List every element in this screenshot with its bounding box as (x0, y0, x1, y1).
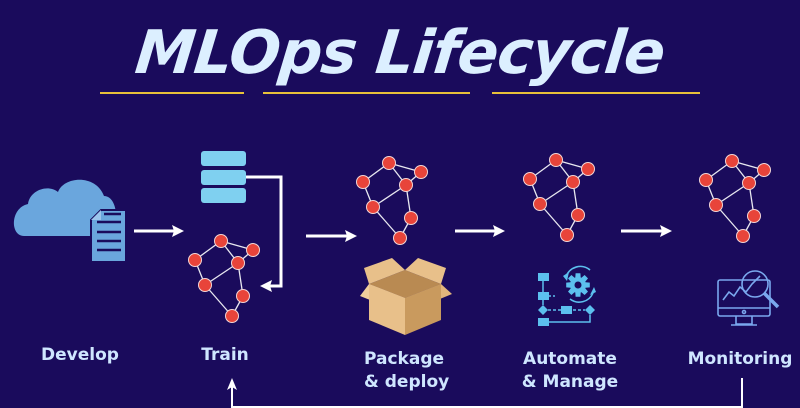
magnifier-handle (762, 291, 780, 309)
flowchart-box (538, 292, 549, 300)
network-node (225, 309, 239, 323)
magnifier-lens (741, 270, 769, 298)
monitor-magnifier-chart-icon (717, 270, 780, 326)
flow-arrow-head (660, 225, 672, 237)
network-node (549, 153, 563, 167)
network-node (736, 229, 750, 243)
cardboard-box-icon (360, 258, 452, 335)
network-node (581, 162, 595, 176)
feedback-loop-line (231, 378, 743, 408)
network-node (356, 175, 370, 189)
label-line: Monitoring (687, 349, 793, 369)
label-line: & Manage (521, 372, 619, 392)
stage-label-develop: Develop (10, 344, 150, 367)
flow-arrow-head (345, 230, 357, 242)
database-icon (201, 151, 246, 203)
network-node (709, 198, 723, 212)
network-node (414, 165, 428, 179)
neural-network-package (356, 156, 428, 245)
gear-hole (574, 281, 582, 289)
flowchart-decision (585, 305, 595, 315)
database-to-network-connector (246, 175, 283, 288)
network-node (399, 178, 413, 192)
database-disk (201, 170, 246, 185)
rotate-arrowhead (590, 287, 596, 295)
network-node (198, 278, 212, 292)
label-line: Train (201, 345, 249, 365)
network-node (246, 243, 260, 257)
network-node (523, 172, 537, 186)
stage-label-monitoring: Monitoring (675, 348, 800, 371)
feedback-loop-arrowhead (227, 378, 237, 390)
label-line: & deploy (364, 372, 450, 392)
flow-arrow-head (172, 225, 184, 237)
flowchart-decision (538, 305, 548, 315)
neural-network-train (188, 234, 260, 323)
flowchart-box (538, 273, 549, 281)
stage-label-package: Package & deploy (340, 348, 470, 394)
network-node (366, 200, 380, 214)
network-node (560, 228, 574, 242)
network-node (382, 156, 396, 170)
network-node (404, 211, 418, 225)
label-line: Develop (41, 345, 119, 365)
flowchart-box (561, 306, 572, 314)
label-line: Automate (523, 349, 617, 369)
flow-arrow-head (493, 225, 505, 237)
network-node (742, 176, 756, 190)
database-disk (201, 151, 246, 166)
network-node (214, 234, 228, 248)
network-node (231, 256, 245, 270)
document-icon (90, 209, 127, 263)
rotate-arrow (569, 292, 594, 303)
page-title: MLOps Lifecycle (132, 18, 668, 88)
network-node (699, 173, 713, 187)
network-node (188, 253, 202, 267)
cloud-document-icon (13, 179, 127, 263)
flow-arrows (134, 225, 672, 242)
flowchart-connector (549, 315, 591, 323)
label-line: Package (364, 349, 445, 369)
neural-network-monitoring (699, 154, 771, 243)
database-disk (201, 188, 246, 203)
automation-gear-flowchart-icon (538, 265, 596, 326)
network-node (533, 197, 547, 211)
network-node (566, 175, 580, 189)
neural-network-automate (523, 153, 595, 242)
network-node (725, 154, 739, 168)
network-node (571, 208, 585, 222)
rotate-arrowhead (563, 272, 569, 281)
arrow-head-left (260, 280, 272, 292)
network-node (236, 289, 250, 303)
network-node (757, 163, 771, 177)
flowchart-box (538, 318, 549, 326)
network-node (393, 231, 407, 245)
stage-label-automate: Automate & Manage (505, 348, 635, 394)
stage-label-train: Train (165, 344, 285, 367)
network-node (747, 209, 761, 223)
